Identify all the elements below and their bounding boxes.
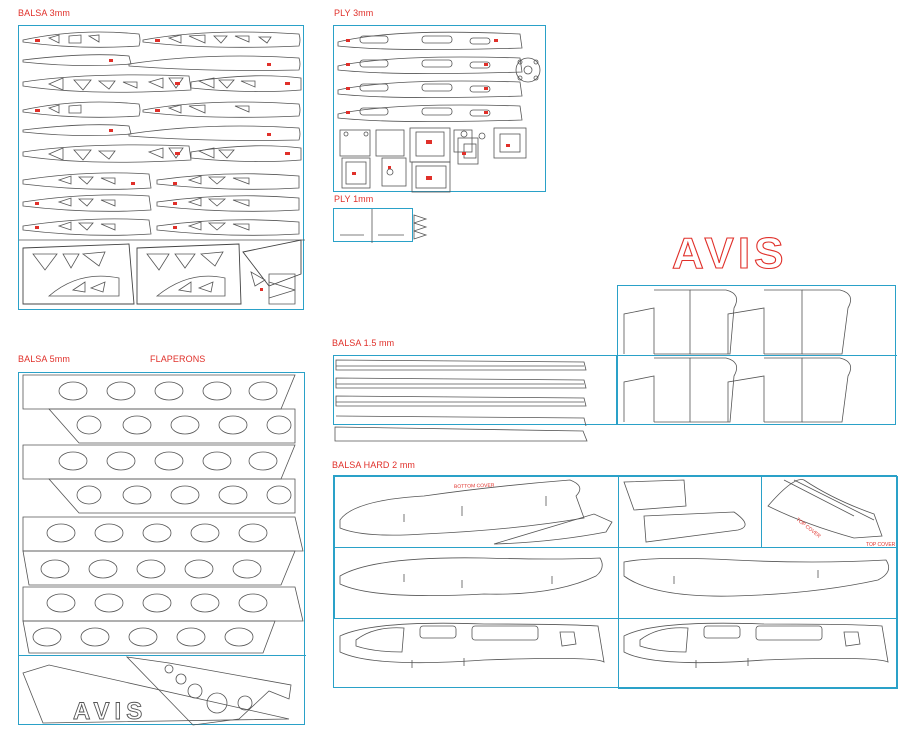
label-balsa-5mm: BALSA 5mm (18, 354, 70, 364)
part-label-top-cover-b: TOP COVER (866, 542, 896, 548)
sheet-balsa-hard-2mm: BOTTOM COVER TOP COVER TOP COVER (333, 475, 898, 689)
sheet-tail-surfaces (617, 285, 897, 425)
label-flaperons: FLAPERONS (150, 354, 206, 364)
wing-rib (142, 31, 301, 48)
wing-rib (22, 218, 152, 236)
wing-tip-panel (22, 243, 135, 305)
wing-tip-panel (136, 243, 242, 305)
flaperon-parts: AVIS (22, 374, 304, 725)
sheet-balsa-5mm: AVIS (18, 372, 306, 725)
wing-tip-panel (242, 239, 302, 287)
sheet-ply-3mm (333, 25, 546, 193)
flaperon-lightening-holes (32, 381, 292, 647)
wing-rib (22, 124, 132, 136)
wing-rib (22, 74, 192, 93)
balsa-hard-2mm-parts: BOTTOM COVER TOP COVER TOP COVER (339, 479, 896, 668)
balsa-1-5mm-strip (334, 426, 588, 442)
wing-rib (22, 194, 152, 212)
balsa-1-5mm-parts (335, 359, 587, 426)
label-ply-1mm: PLY 1mm (334, 194, 374, 204)
wing-rib (22, 172, 152, 190)
wing-rib (128, 55, 301, 71)
wing-rib (142, 101, 301, 118)
part-label-top-cover-a: TOP COVER (795, 517, 822, 540)
avis-logo-text: AVIS (672, 229, 787, 274)
wing-rib (190, 75, 302, 92)
wing-rib (156, 173, 300, 190)
label-ply-3mm: PLY 3mm (334, 8, 374, 18)
ply-1mm-parts (340, 209, 428, 243)
tail-surface-parts (623, 289, 852, 423)
ply-3mm-parts (337, 31, 541, 193)
sheet-balsa-1-5mm (333, 355, 617, 426)
wing-rib (128, 125, 301, 141)
label-balsa-3mm: BALSA 3mm (18, 8, 70, 18)
wing-rib (156, 219, 300, 236)
balsa-3mm-parts (19, 31, 305, 305)
wing-rib (22, 31, 141, 48)
wing-rib (22, 144, 192, 163)
avis-logo: AVIS (671, 228, 787, 274)
wing-rib (22, 54, 132, 66)
sheet-balsa-3mm (18, 25, 305, 310)
wing-rib (190, 145, 302, 162)
part-label-bottom-cover: BOTTOM COVER (454, 483, 495, 490)
fin-part: AVIS (22, 656, 292, 725)
wing-rib (22, 101, 141, 118)
label-balsa-hard-2mm: BALSA HARD 2 mm (332, 460, 416, 470)
wing-rib (156, 195, 300, 212)
fin-avis-cutout: AVIS (73, 698, 147, 725)
label-balsa-1-5mm: BALSA 1.5 mm (332, 338, 395, 348)
sheet-ply-1mm (333, 208, 428, 243)
